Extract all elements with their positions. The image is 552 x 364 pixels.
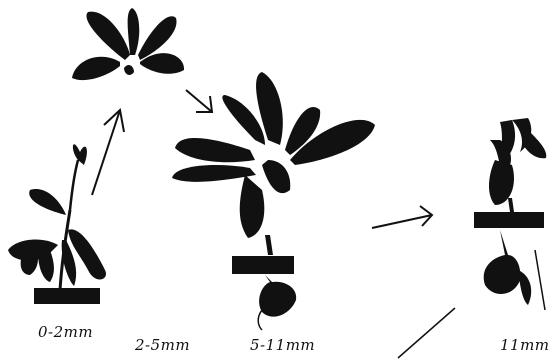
label-stage-3: 5-11mm xyxy=(250,336,315,354)
label-stage-4: 11mm xyxy=(500,336,550,354)
label-stage-1: 0-2mm xyxy=(38,323,93,341)
label-stage-2: 2-5mm xyxy=(135,336,190,354)
